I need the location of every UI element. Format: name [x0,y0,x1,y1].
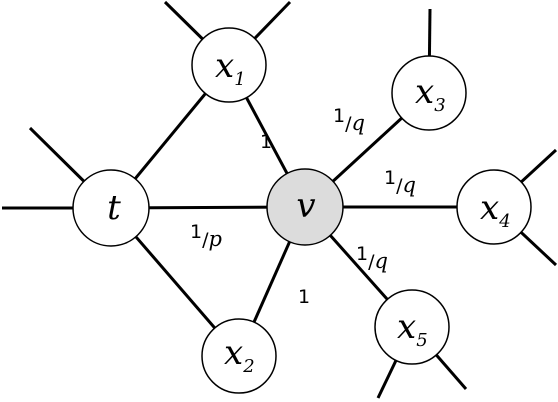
node-v: v [266,168,344,246]
node-x4-circle [456,169,532,245]
weight-v-x5: 1/q [356,243,388,273]
node-x5-circle [374,289,450,365]
node-x4: x4 [456,169,532,245]
node-t-circle [72,169,150,247]
node-x3-label: x3 [415,72,446,116]
weight-t-v: 1/p [190,221,222,251]
node-x1-label: x1 [215,46,246,90]
node-v-label: v [296,186,315,226]
node-x2-circle [201,318,277,394]
edge-weights: 1 1 1/p 1/q 1/q 1/q [190,105,416,308]
node-x1-circle [191,27,267,103]
node-x4-label: x4 [480,188,511,232]
node-x1: x1 [191,27,267,103]
weight-v-x4: 1/q [384,167,416,197]
node-x2: x2 [201,318,277,394]
node-x2-label: x2 [224,333,255,377]
node-t: t [72,169,150,247]
node-v-circle [266,168,344,246]
weight-v-x2: 1 [298,286,310,308]
node-t-label: t [107,188,121,228]
weight-v-x3: 1/q [333,105,365,135]
weight-v-x1: 1 [260,131,272,153]
node-x3-circle [391,55,467,131]
node-x5: x5 [374,289,450,365]
node-x5-label: x5 [397,307,428,351]
node-x3: x3 [391,55,467,131]
